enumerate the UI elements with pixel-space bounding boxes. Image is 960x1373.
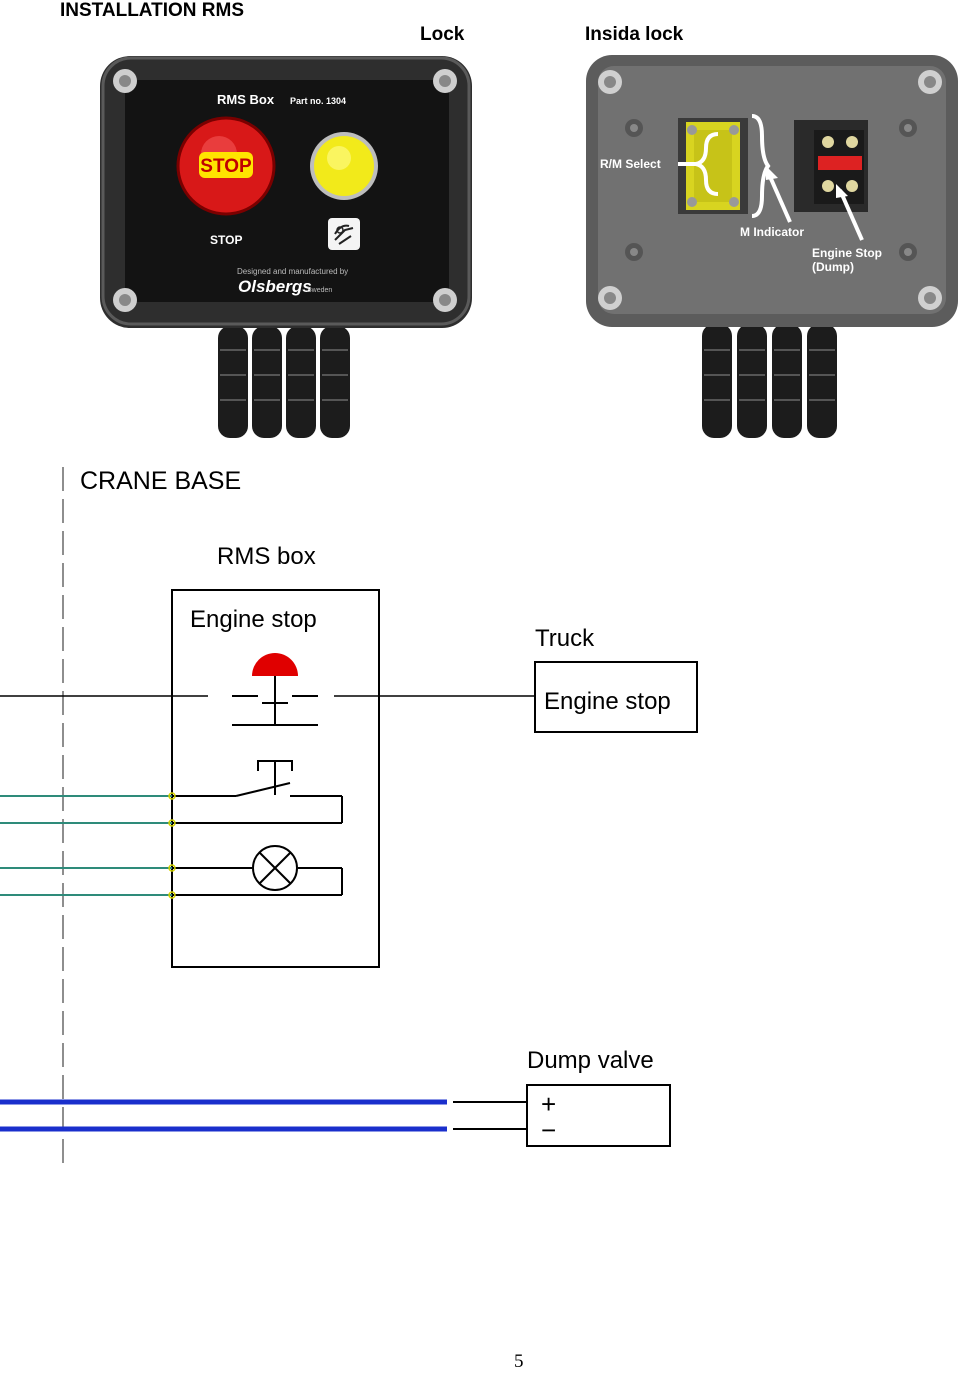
m-indicator-label: M Indicator [740,225,804,239]
rms-box-frame [171,589,380,968]
engine-stop-dump-label: (Dump) [812,260,854,274]
engine-stop-label: Engine Stop [812,246,882,260]
brand-logo: Olsbergs [238,277,312,296]
rms-box-inside-illustration: R/M Select M Indicator Engine Stop (Dump… [586,55,958,438]
dump-valve-minus: − [541,1115,556,1145]
rm-select-label: R/M Select [600,157,661,171]
cable-glands-inside [702,324,837,438]
engine-stop-contact-block [794,120,868,212]
stop-button-text: STOP [200,156,252,177]
stop-label: STOP [210,233,242,247]
wiring-diagram: CRANE BASE RMS box Engine stop Truck Eng… [0,467,698,1167]
inside-plate [598,66,946,314]
screws [113,69,457,312]
hand-pictogram-icon [328,218,360,250]
designed-by: Designed and manufactured by [237,267,348,276]
country: Sweden [307,287,332,294]
box-title: RMS Box [217,92,275,107]
dump-valve-plus: + [541,1089,556,1119]
part-number: Part no. 1304 [290,96,346,106]
pointer-arrows [678,114,864,241]
stop-button[interactable]: STOP [176,116,276,216]
engine-stop-title: Engine stop [190,606,317,633]
truck-label: Truck [535,625,595,652]
dump-valve-label: Dump valve [527,1047,654,1074]
truck-engine-stop-box [534,661,698,733]
lock-caption: Lock [420,24,465,45]
truck-engine-stop-label: Engine stop [544,688,671,715]
engine-stop-switch-symbol [0,653,535,726]
rms-box-label: RMS box [217,543,316,570]
cable-glands-front [218,326,350,438]
inside-screws [598,70,942,310]
inside-caption: Insida lock [585,24,684,45]
crane-base-label: CRANE BASE [80,467,241,495]
rms-box-front-illustration: RMS Box Part no. 1304 STOP STOP Designed… [100,56,472,438]
dump-valve-wires [0,1099,527,1132]
page-number: 5 [514,1351,524,1372]
page-title: INSTALLATION RMS [60,0,244,21]
indicator-lamp-symbol [0,845,343,899]
rm-select-switch-symbol [0,760,343,827]
dump-valve-box [526,1084,671,1147]
yellow-button[interactable] [310,132,378,200]
